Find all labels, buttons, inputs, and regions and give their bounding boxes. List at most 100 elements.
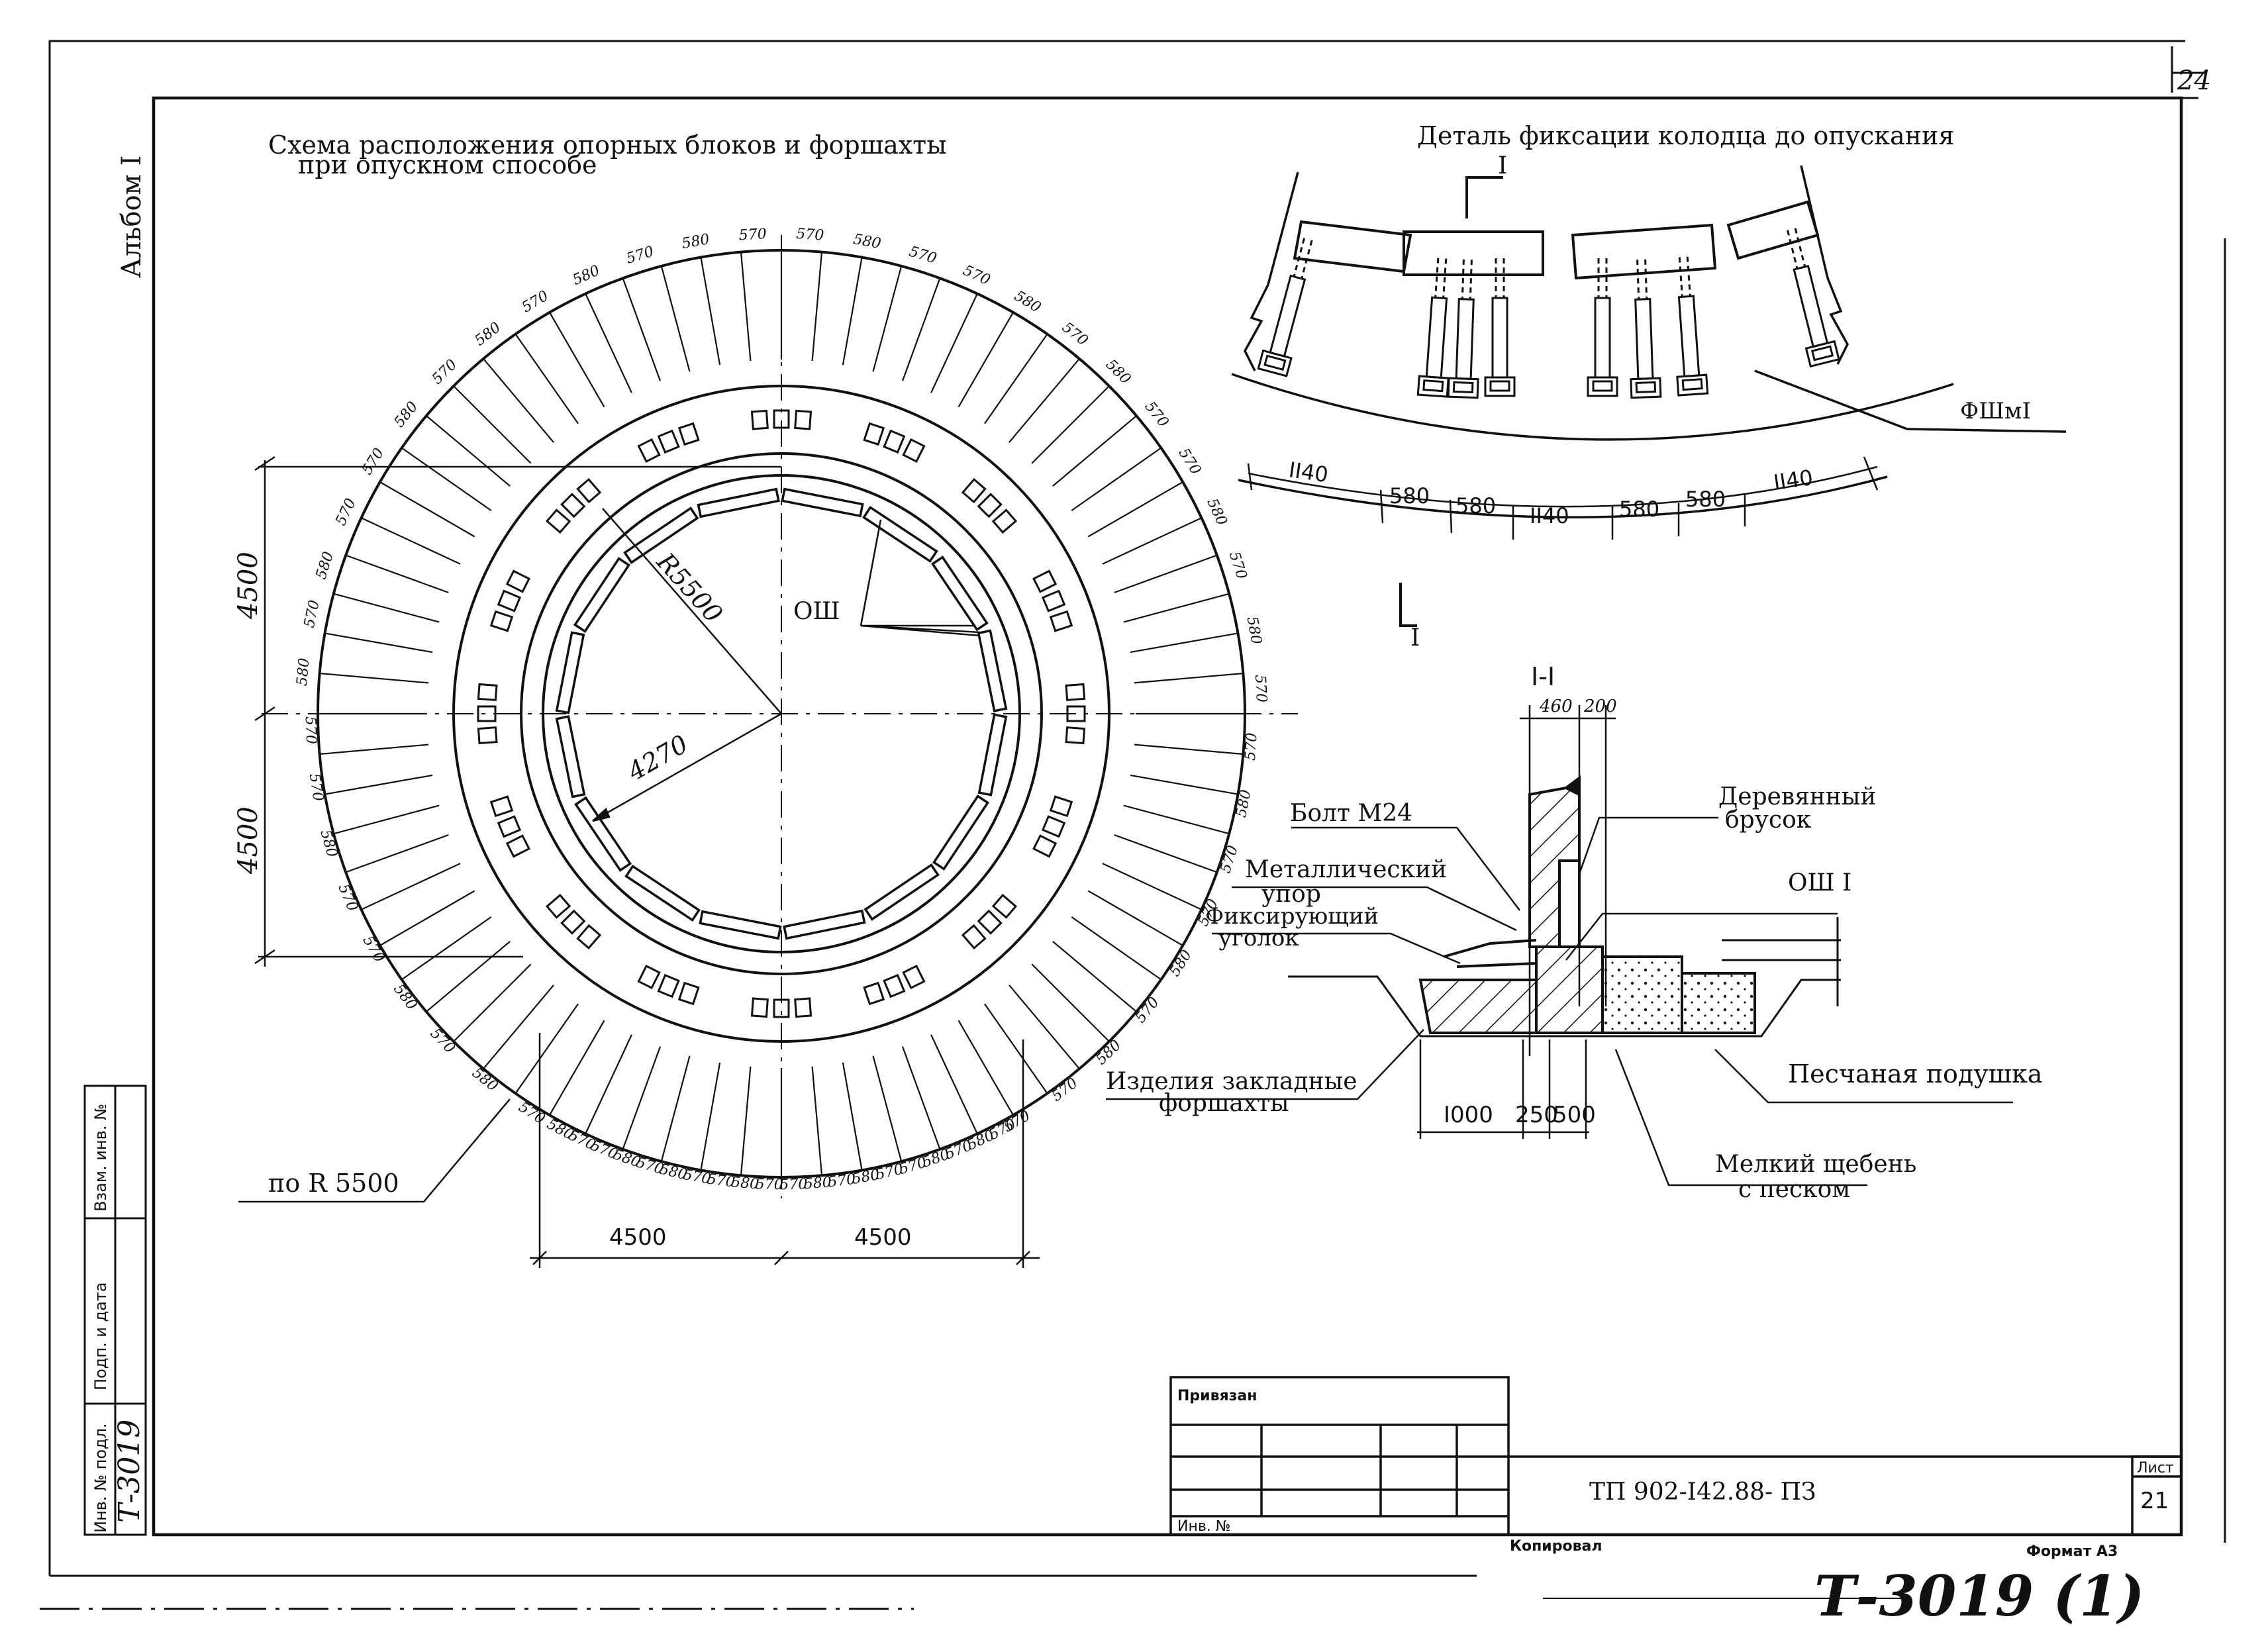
radial-tick: [700, 1062, 721, 1171]
segment-label: 570: [1252, 674, 1269, 702]
support-block: [773, 409, 790, 429]
support-block: [497, 589, 522, 612]
radial-tick: [1130, 632, 1238, 653]
radial-tick: [740, 1066, 752, 1176]
section-mark-top: I: [1498, 152, 1507, 179]
shaft-block: [932, 794, 990, 871]
radial-tick: [842, 257, 863, 365]
support-block: [750, 997, 769, 1018]
radial-tick: [345, 834, 449, 873]
radial-tick: [401, 447, 492, 512]
radial-tick: [426, 415, 511, 487]
radial-tick: [1031, 385, 1110, 464]
section-body: [1418, 775, 1756, 1034]
detail-post: [1484, 258, 1516, 397]
support-block: [576, 924, 602, 950]
radial-tick: [483, 985, 554, 1069]
shaft-block: [977, 713, 1008, 797]
radial-tick: [872, 1055, 903, 1162]
support-block: [794, 997, 813, 1018]
support-block: [477, 683, 498, 701]
support-block: [1032, 569, 1058, 593]
wood-beam-label-1: Деревянный: [1718, 783, 1877, 810]
support-block: [1049, 795, 1073, 818]
shaft-block: [781, 487, 864, 518]
segment-label: 580: [294, 657, 313, 687]
detail-dim-4: II40: [1530, 503, 1569, 528]
radial-tick: [622, 1046, 662, 1150]
radial-tick: [740, 252, 752, 362]
detail-post: [1416, 258, 1450, 398]
bottom-dimension-chain: [530, 1033, 1040, 1268]
support-block: [497, 815, 522, 838]
support-block: [477, 726, 498, 745]
plan-title-line1: Схема расположения опорных блоков и форш…: [268, 130, 946, 160]
radial-tick: [453, 963, 532, 1042]
radial-tick: [426, 941, 511, 1012]
radial-tick: [483, 358, 554, 443]
side-inv-podl-label: Инв. № подл.: [91, 1423, 110, 1533]
detail-arcs: [1231, 165, 2067, 518]
shaft-blocks: [555, 487, 1008, 940]
support-block: [1041, 815, 1066, 838]
support-block: [560, 909, 586, 935]
shaft-block: [930, 555, 989, 632]
bound-label: Привязан: [1177, 1388, 1257, 1404]
radial-ticks: [318, 250, 1245, 1177]
radial-tick: [345, 554, 449, 594]
support-block: [657, 429, 680, 454]
radial-tick: [515, 1003, 579, 1094]
radial-tick: [1031, 963, 1110, 1042]
support-block: [1041, 589, 1066, 612]
support-block: [883, 429, 906, 454]
detail-dim-7: II40: [1772, 465, 1814, 495]
radial-tick: [842, 1062, 863, 1171]
album-label: Альбом I: [117, 156, 147, 278]
side-inv-podl-value: Т-3019: [113, 1420, 146, 1523]
radial-tick: [379, 890, 475, 946]
shaft-block: [623, 507, 699, 565]
detail-section-marks: [1399, 176, 1503, 627]
detail-dim-6: 580: [1685, 487, 1726, 512]
radial-tick: [958, 1020, 1014, 1116]
section-dim-200: 200: [1583, 697, 1617, 716]
radial-tick: [549, 312, 605, 408]
fixing-angle-label-1: Фиксирующий: [1205, 903, 1379, 930]
embedded-items-label-2: форшахты: [1159, 1090, 1289, 1117]
support-block: [637, 438, 661, 463]
gravel-label-1: Мелкий щебень: [1715, 1151, 1916, 1178]
radial-tick: [958, 312, 1014, 408]
support-block: [637, 965, 661, 990]
detail-dim-3: 580: [1455, 493, 1496, 518]
radial-tick: [585, 1034, 632, 1134]
detail-ring-label: ФШмI: [1960, 398, 2031, 424]
radial-tick: [319, 672, 429, 684]
support-block: [991, 508, 1018, 534]
radial-tick: [1114, 554, 1218, 594]
support-block: [961, 477, 987, 504]
segment-label: 570: [779, 1176, 808, 1193]
support-block: [902, 438, 926, 463]
support-block: [863, 981, 885, 1006]
support-block: [560, 493, 586, 518]
detail-post: [1676, 256, 1709, 397]
support-block: [902, 965, 926, 990]
support-block: [977, 493, 1003, 518]
left-dimension-chain: [254, 456, 781, 967]
segment-label: 570: [1242, 732, 1261, 761]
shaft-block: [573, 557, 631, 634]
support-block: [750, 409, 769, 430]
segment-label: 580: [730, 1174, 760, 1192]
support-block: [657, 973, 680, 998]
shaft-block: [977, 629, 1008, 712]
radial-tick: [622, 277, 662, 381]
section-leaders: [1106, 816, 2013, 1186]
radial-tick: [333, 804, 440, 835]
radial-tick: [379, 481, 475, 538]
dim-bottom-left: 4500: [609, 1224, 667, 1251]
radial-tick: [585, 293, 632, 393]
detail-dimension-chain: [1247, 456, 1879, 540]
radial-tick: [1123, 804, 1230, 835]
shaft-block: [863, 863, 940, 921]
